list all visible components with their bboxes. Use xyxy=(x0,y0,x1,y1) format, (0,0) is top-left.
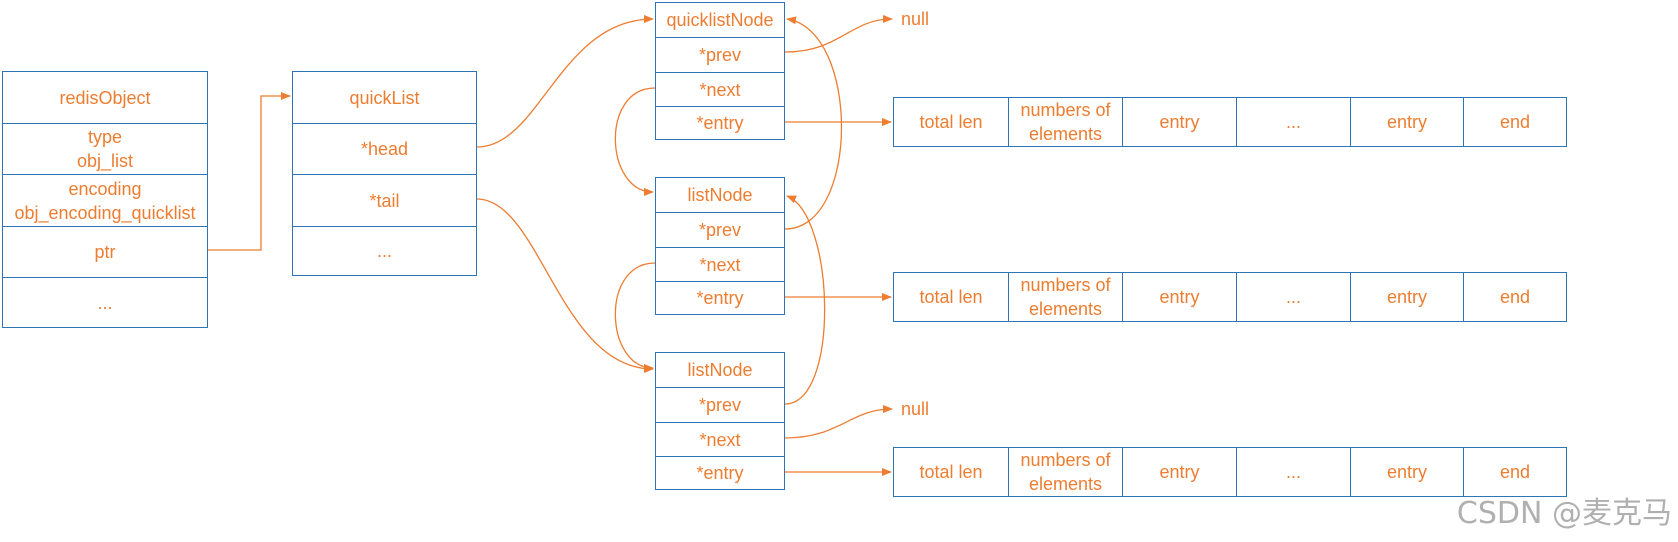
ziplist-total-len: total len xyxy=(919,112,983,132)
ziplist-row-1: total len numbers of elements entry ... … xyxy=(893,97,1567,147)
ziplist-entry: entry xyxy=(1122,98,1236,146)
node-prev-field: *prev xyxy=(656,212,784,247)
node-next-field: *next xyxy=(656,247,784,281)
quicklist-node-box-3: listNode *prev *next *entry xyxy=(655,352,785,490)
watermark: CSDN @麦克马 xyxy=(1456,496,1672,531)
ziplist-ellipsis: ... xyxy=(1236,98,1350,146)
ziplist-entry: entry xyxy=(1122,273,1236,321)
ziplist-end: end xyxy=(1463,448,1566,496)
node-entry-field: *entry xyxy=(656,456,784,489)
node1-next-to-node2-arrow xyxy=(614,87,656,196)
null-label-bottom: null xyxy=(901,399,930,419)
quicklist-title: quickList xyxy=(349,87,420,108)
node3-next-to-null-arrow xyxy=(784,405,893,439)
ziplist-ellipsis: ... xyxy=(1236,448,1350,496)
node1-prev-to-null-arrow xyxy=(784,15,893,53)
quicklist-node-box-1: quicklistNode *prev *next *entry xyxy=(655,2,785,140)
tail-to-last-node-arrow xyxy=(476,198,654,373)
node2-next-to-node3-arrow xyxy=(614,262,656,372)
redis-object-more-field: ... xyxy=(3,277,207,327)
ziplist-ellipsis: ... xyxy=(1236,273,1350,321)
node-prev-field: *prev xyxy=(656,387,784,422)
redis-object-ptr-field: ptr xyxy=(3,226,207,277)
node-entry-field: *entry xyxy=(656,281,784,314)
quicklist-tail-field: *tail xyxy=(293,174,476,226)
ziplist-entry: entry xyxy=(1122,448,1236,496)
node-next-field: *next xyxy=(656,422,784,456)
ziplist-row-3: total len numbers of elements entry ... … xyxy=(893,447,1567,497)
node-title: quicklistNode xyxy=(666,10,774,30)
ziplist-num-elements: numbers of elements xyxy=(1008,98,1122,146)
node-title: listNode xyxy=(687,360,753,380)
ziplist-num-elements: numbers of elements xyxy=(1008,448,1122,496)
quicklist-box: quickList *head *tail ... xyxy=(292,71,477,276)
null-label-top: null xyxy=(901,9,930,29)
ziplist-entry: entry xyxy=(1350,448,1463,496)
quicklist-head-field: *head xyxy=(293,123,476,174)
redis-object-title: redisObject xyxy=(59,87,151,108)
ziplist-entry: entry xyxy=(1350,98,1463,146)
ziplist-row-2: total len numbers of elements entry ... … xyxy=(893,272,1567,322)
ziplist-end: end xyxy=(1463,98,1566,146)
redis-object-type-field: type obj_list xyxy=(3,123,207,174)
head-to-first-node-arrow xyxy=(476,15,654,148)
node-next-field: *next xyxy=(656,72,784,106)
node-entry-field: *entry xyxy=(656,106,784,139)
node3-prev-to-node2-arrow xyxy=(784,195,826,405)
node-prev-field: *prev xyxy=(656,37,784,72)
redis-object-box: redisObject type obj_list encoding obj_e… xyxy=(2,71,208,328)
node2-prev-to-node1-arrow xyxy=(784,16,843,230)
ziplist-end: end xyxy=(1463,273,1566,321)
ptr-to-quicklist-arrow xyxy=(208,92,291,251)
quicklist-node-box-2: listNode *prev *next *entry xyxy=(655,177,785,315)
ziplist-num-elements: numbers of elements xyxy=(1008,273,1122,321)
ziplist-total-len: total len xyxy=(919,287,983,307)
quicklist-more-field: ... xyxy=(293,226,476,275)
ziplist-total-len: total len xyxy=(919,462,983,482)
ziplist-entry: entry xyxy=(1350,273,1463,321)
redis-object-encoding-field: encoding obj_encoding_quicklist xyxy=(3,174,207,226)
node-title: listNode xyxy=(687,185,753,205)
